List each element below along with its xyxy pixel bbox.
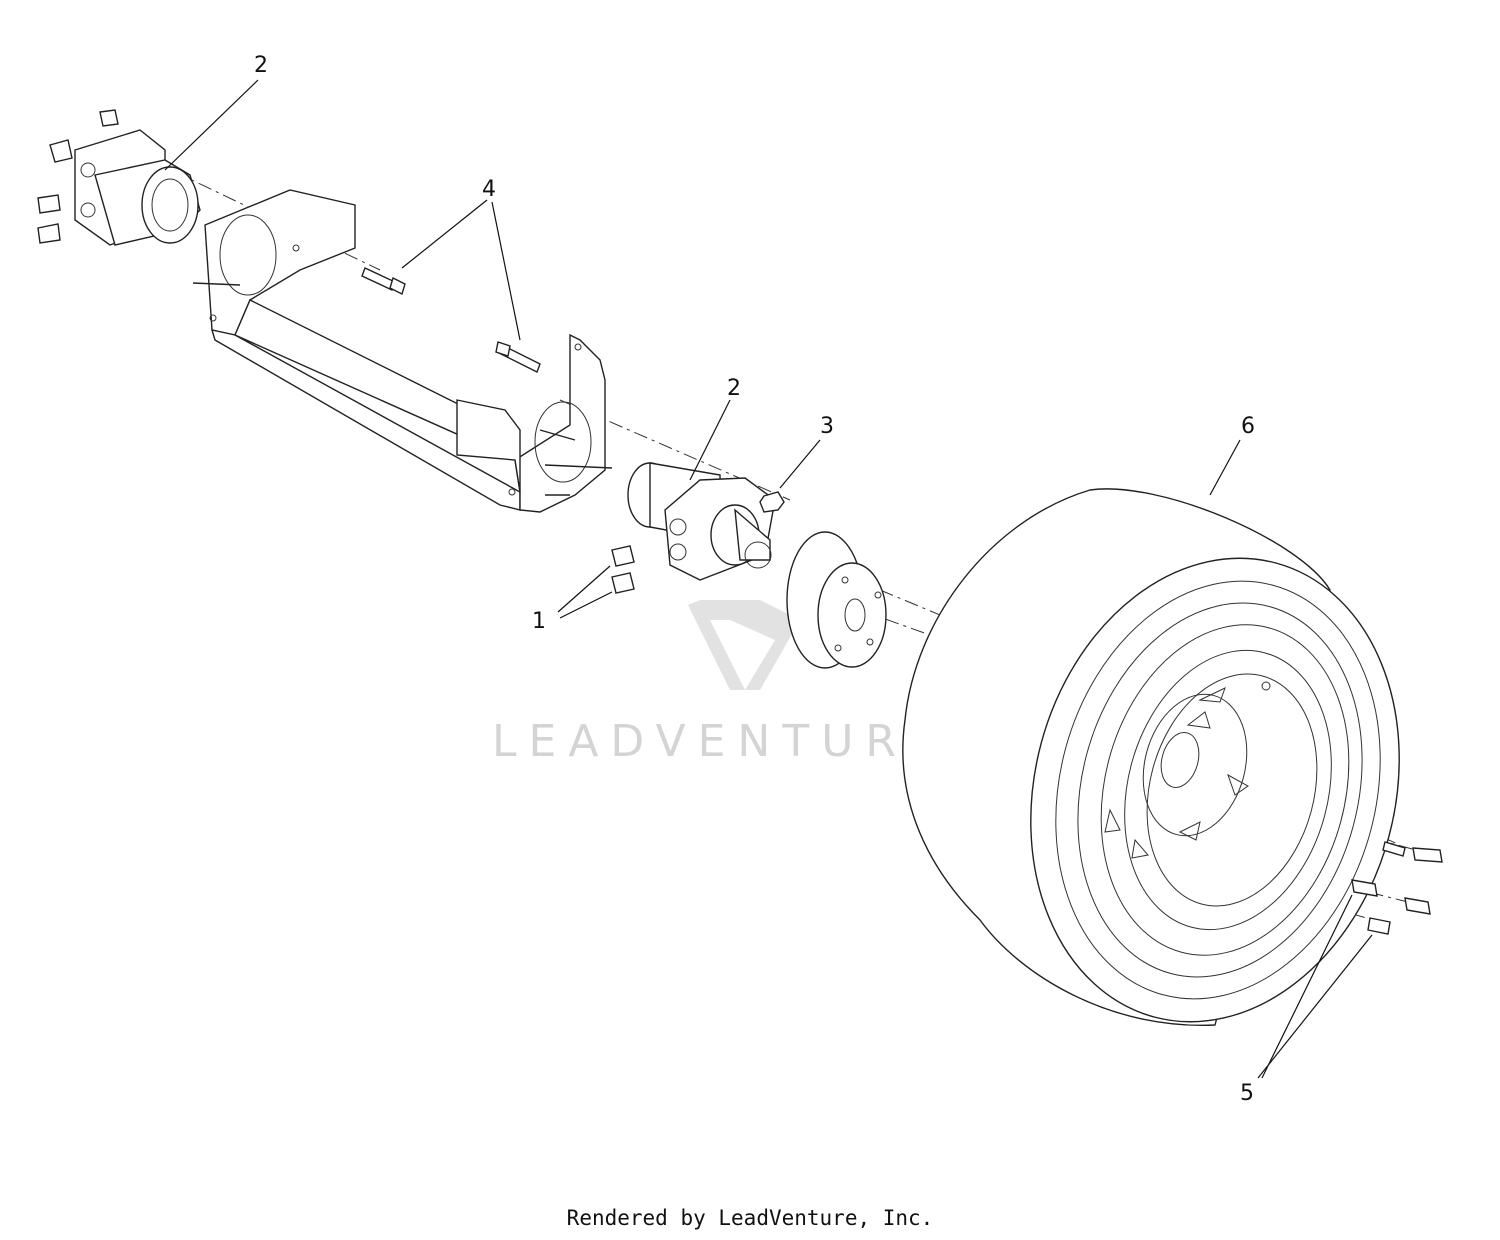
callout-5: 5 (1240, 1081, 1254, 1106)
watermark: LEADVENTURE (492, 600, 948, 767)
watermark-text: LEADVENTURE (492, 716, 948, 767)
hex-nut-item-3 (759, 491, 785, 513)
callout-2-upper: 2 (254, 53, 268, 78)
callout-labels: 2 4 2 3 6 1 5 (254, 53, 1255, 1106)
tire-and-wheel (902, 488, 1400, 1026)
hydraulic-motor-lower (627, 462, 776, 581)
callout-6: 6 (1241, 414, 1255, 439)
callout-leaders (164, 79, 1373, 1079)
nuts-item-1 (611, 545, 635, 594)
callout-1: 1 (532, 609, 546, 634)
callout-3: 3 (820, 414, 834, 439)
lug-bolts-item-5 (1351, 841, 1443, 935)
footer-credit: Rendered by LeadVenture, Inc. (566, 1206, 934, 1230)
callout-2-lower: 2 (727, 376, 741, 401)
bolts-item-4 (361, 267, 541, 373)
wheel-hub (786, 531, 887, 669)
mounting-bracket (192, 189, 613, 513)
hydraulic-motor-upper (37, 109, 201, 246)
callout-4: 4 (482, 177, 496, 202)
